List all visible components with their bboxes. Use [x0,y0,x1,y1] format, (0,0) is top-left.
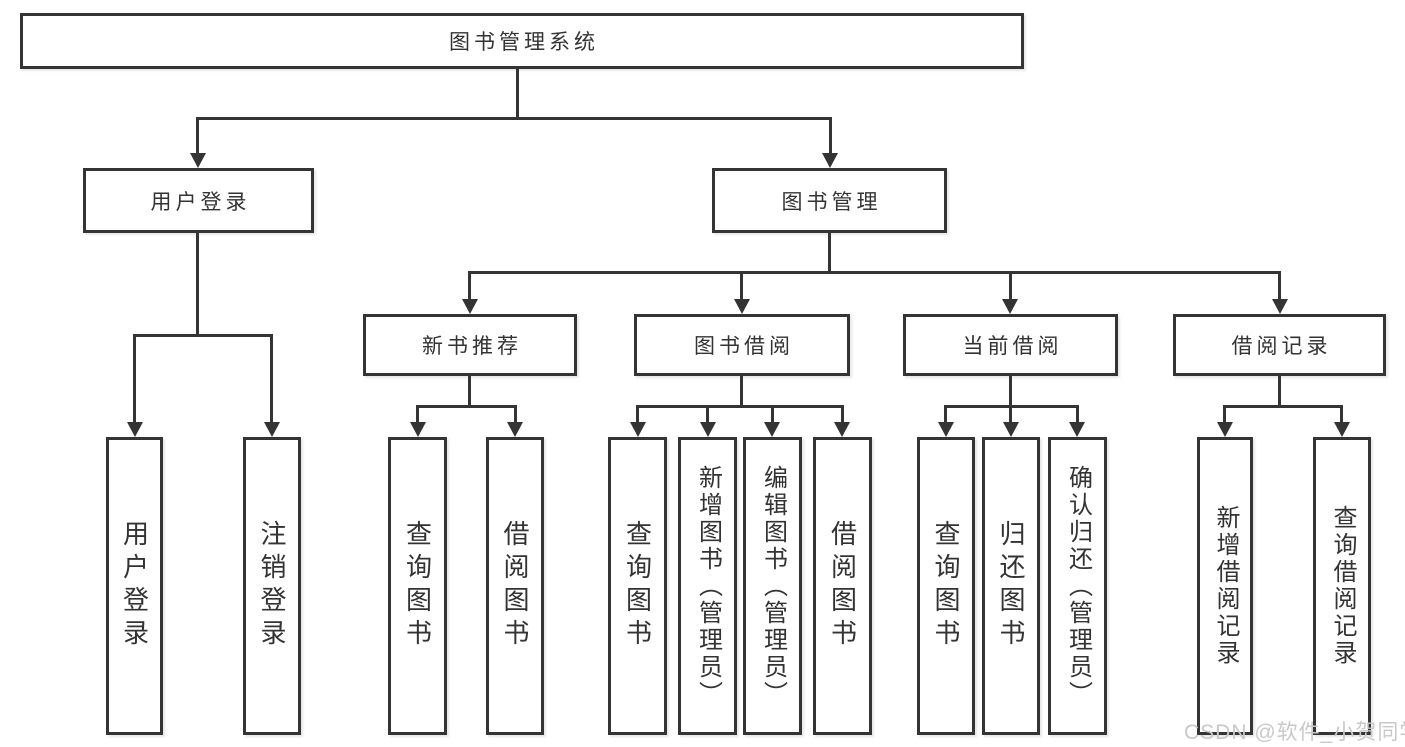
arrow-bb-query [630,422,646,437]
arrow-new-book-recommend [462,299,478,314]
connector-nbr-stem [468,376,471,408]
connector-drop-book-borrow [740,271,743,301]
node-new-book-recommend: 新书推荐 [363,314,577,376]
leaf-bb-edit-books-admin: 编辑图书（管理员） [743,437,802,735]
arrow-book-borrow [734,299,750,314]
arrow-bb-borrow [834,422,850,437]
leaf-br-add-record: 新增借阅记录 [1197,437,1253,735]
connector-drop-nbr-borrow [514,405,517,424]
arrow-leaf-login [127,422,143,437]
leaf-nbr-borrow-books: 借阅图书 [486,437,544,735]
connector-drop-cb-query [944,405,947,424]
connector-userlogin-rail [133,334,273,337]
connector-root-rail [196,117,832,120]
connector-bb-rail [636,405,844,408]
connector-drop-user-login [196,117,199,155]
arrow-current-borrow [1002,299,1018,314]
leaf-nbr-query-books: 查询图书 [388,437,447,735]
leaf-cb-return-books: 归还图书 [982,437,1040,735]
arrow-br-query [1334,422,1350,437]
leaf-cb-confirm-return-admin: 确认归还（管理员） [1048,437,1107,735]
connector-cb-stem [1009,376,1012,408]
leaf-cb-query-books: 查询图书 [917,437,975,735]
arrow-borrow-records [1272,299,1288,314]
csdn-watermark: CSDN @软件_小贺同学 [1184,721,1405,744]
connector-drop-new-book-recommend [468,271,471,301]
connector-drop-bb-add [706,405,709,424]
node-book-management: 图书管理 [712,168,947,233]
connector-drop-bb-query [636,405,639,424]
connector-drop-bb-edit [771,405,774,424]
connector-bookmgmt-stem [828,233,831,274]
connector-drop-borrow-records [1278,271,1281,301]
connector-drop-br-query [1340,405,1343,424]
connector-root-stem [516,69,519,120]
connector-drop-leaf-login [133,334,136,424]
arrow-bb-edit [764,422,780,437]
arrow-cb-query [938,422,954,437]
connector-bb-stem [740,376,743,408]
arrow-user-login [190,153,206,168]
node-system-root: 图书管理系统 [20,13,1024,69]
node-current-borrow: 当前借阅 [903,314,1118,376]
connector-drop-book-management [829,117,832,155]
arrow-cb-confirm [1069,422,1085,437]
connector-br-rail [1223,405,1343,408]
leaf-br-query-record: 查询借阅记录 [1313,437,1371,735]
leaf-bb-borrow-books: 借阅图书 [813,437,872,735]
node-book-borrow: 图书借阅 [634,314,850,376]
node-user-login: 用户登录 [83,168,314,233]
connector-br-stem [1278,376,1281,408]
leaf-user-login: 用户登录 [106,437,163,735]
node-borrow-records: 借阅记录 [1173,314,1386,376]
connector-drop-cb-confirm [1076,405,1079,424]
arrow-book-management [822,153,838,168]
leaf-bb-query-books: 查询图书 [608,437,667,735]
connector-drop-current-borrow [1009,271,1012,301]
arrow-nbr-query [410,422,426,437]
arrow-leaf-logout [264,422,280,437]
connector-drop-nbr-query [416,405,419,424]
leaf-bb-add-books-admin: 新增图书（管理员） [678,437,737,735]
connector-drop-cb-return [1009,405,1012,424]
connector-bookmgmt-rail [468,271,1281,274]
arrow-bb-add [700,422,716,437]
arrow-nbr-borrow [507,422,523,437]
connector-drop-bb-borrow [841,405,844,424]
connector-drop-br-add [1223,405,1226,424]
leaf-logout: 注销登录 [243,437,301,735]
connector-userlogin-stem [196,233,199,337]
arrow-br-add [1217,422,1233,437]
connector-nbr-rail [416,405,517,408]
arrow-cb-return [1003,422,1019,437]
connector-drop-leaf-logout [270,334,273,424]
